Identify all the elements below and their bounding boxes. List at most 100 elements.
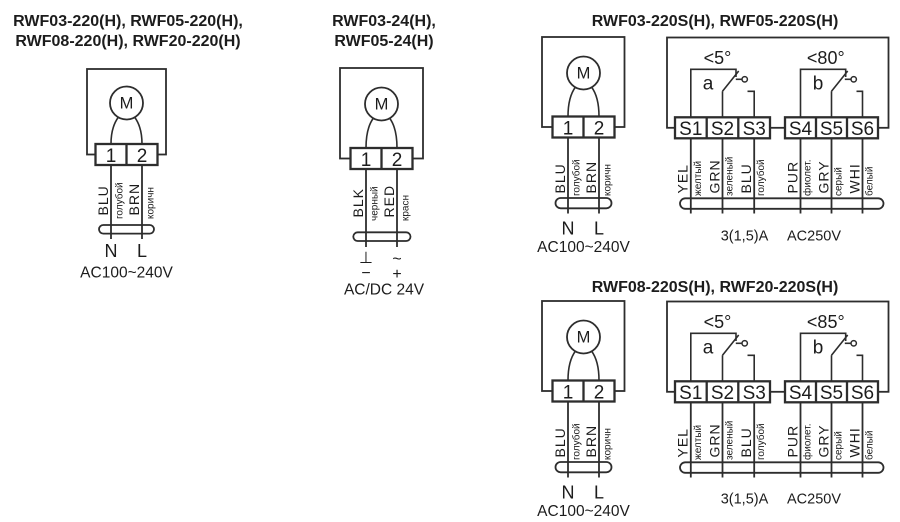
- switch-b-no-contact: [856, 90, 864, 118]
- wire-2-name-ru: коричн: [603, 164, 614, 196]
- motor-circle: [109, 85, 144, 121]
- wire-2-name-ru: коричн: [603, 428, 614, 460]
- actuator-housing-box: [339, 67, 424, 160]
- pin-n-label: N: [562, 219, 575, 239]
- s-wire-6-name-ru: белый: [864, 167, 876, 196]
- s-wire-2-code: GRN: [706, 423, 722, 457]
- switch-a-roller-icon: [741, 339, 749, 347]
- diagram-title-line2: RWF08-220(H), RWF20-220(H): [15, 33, 240, 50]
- diagram-title-line1: RWF03-220(H), RWF05-220(H),: [13, 13, 243, 30]
- switch-b-angle-label: <85°: [807, 312, 845, 332]
- motor-circle: [566, 319, 601, 355]
- terminal-s3-label: S3: [743, 119, 766, 140]
- motor-lead-left: [567, 86, 577, 117]
- s-wire-6-code: WHI: [846, 427, 862, 457]
- actuator-housing-box: [541, 300, 626, 392]
- motor-lead-left: [567, 350, 577, 381]
- s-wire-4-name-ru: фиолет.: [802, 160, 814, 196]
- switch-b-roller-icon: [850, 75, 858, 83]
- terminal-1-label: 1: [563, 383, 574, 404]
- wire-2-name-ru: красн: [401, 195, 412, 221]
- minus-symbol: −: [361, 265, 370, 282]
- terminal-s1-label: S1: [679, 383, 702, 404]
- switch-a-roller-icon: [741, 75, 749, 83]
- plus-symbol: +: [392, 266, 401, 283]
- s-wire-5-code: GRY: [815, 424, 831, 457]
- switch-a-blade: [721, 70, 740, 118]
- switch-b-blade: [830, 70, 849, 118]
- ac-tilde-symbol: ~: [392, 251, 401, 268]
- terminal-2-label: 2: [137, 146, 148, 167]
- wire-1-code: BLK: [350, 188, 366, 217]
- switch-a-angle-label: <5°: [704, 312, 732, 332]
- s-wire-2-name-ru: зеленый: [725, 421, 736, 460]
- terminal-s4-label: S4: [789, 383, 813, 404]
- motor-label: M: [577, 329, 591, 347]
- rating-voltage-label: AC250V: [787, 229, 841, 245]
- switch-a-no-contact: [747, 354, 755, 382]
- s-wire-2-name-ru: зеленый: [725, 157, 736, 196]
- cable-grommet-oval: [554, 197, 613, 210]
- pin-l-label: L: [594, 219, 604, 239]
- diagram-rwf-220s-large: RWF08-220S(H), RWF20-220S(H) M 1 2 BLU г…: [537, 279, 890, 520]
- rating-voltage-label: AC250V: [787, 492, 841, 508]
- switch-b-roller-icon: [850, 339, 858, 347]
- rating-current-label: 3(1,5)A: [721, 492, 769, 508]
- supply-label: AC100~240V: [537, 503, 630, 520]
- switch-b-no-contact: [856, 354, 864, 382]
- pin-n-label: N: [105, 241, 118, 261]
- motor-lead-right: [590, 86, 600, 117]
- motor-lead-right: [388, 117, 398, 149]
- s-wire-6-code: WHI: [846, 163, 862, 193]
- s-wire-4-code: PUR: [784, 161, 800, 194]
- pin-l-label: L: [137, 241, 147, 261]
- s-wire-3-name-ru: голубой: [755, 423, 767, 460]
- s-wire-3-code: BLU: [738, 163, 754, 193]
- s-wire-5-code: GRY: [815, 160, 831, 193]
- terminal-1-label: 1: [563, 119, 574, 140]
- terminal-2-label: 2: [594, 383, 605, 404]
- s-wire-3-name-ru: голубой: [755, 159, 767, 196]
- diagram-rwf-220s-small: RWF03-220S(H), RWF05-220S(H) M 1 2 BLU г…: [537, 13, 890, 256]
- terminal-s2-label: S2: [711, 383, 734, 404]
- switch-housing-box: [666, 300, 890, 393]
- motor-label: M: [375, 96, 389, 114]
- terminal-2-label: 2: [392, 150, 403, 171]
- wire-1-code: BLU: [552, 427, 568, 457]
- switch-b-blade: [830, 334, 849, 382]
- switch-b-label: b: [813, 338, 824, 359]
- switch-a-blade: [721, 334, 740, 382]
- terminal-1-label: 1: [361, 150, 372, 171]
- wire-1-name-ru: черный: [370, 186, 381, 221]
- pin-l-label: L: [594, 483, 604, 503]
- diagram-rwf-24: RWF03-24(H), RWF05-24(H) M 1 2 BLK черны…: [332, 13, 436, 299]
- wire-2-code: RED: [381, 185, 397, 218]
- s-wire-4-name-ru: фиолет.: [802, 424, 814, 460]
- diagram-title-line2: RWF05-24(H): [334, 33, 433, 50]
- terminal-s6-label: S6: [851, 119, 874, 140]
- s-wire-3-code: BLU: [738, 427, 754, 457]
- s-wire-5-name-ru: серый: [834, 167, 845, 196]
- wire-1-code: BLU: [95, 185, 111, 215]
- switch-a-label: a: [703, 74, 714, 95]
- cable-grommet-oval: [679, 197, 885, 210]
- rating-current-label: 3(1,5)A: [721, 229, 769, 245]
- actuator-housing-box: [86, 68, 167, 156]
- switch-housing-box: [666, 36, 890, 129]
- motor-lead-right: [590, 350, 600, 381]
- terminal-s3-label: S3: [743, 383, 766, 404]
- wire-1-code: BLU: [552, 163, 568, 193]
- motor-lead-left: [110, 116, 120, 145]
- terminal-s4-label: S4: [789, 119, 813, 140]
- switch-a-no-contact: [747, 90, 755, 118]
- diagram-title: RWF08-220S(H), RWF20-220S(H): [592, 279, 839, 296]
- motor-lead-right: [133, 116, 143, 145]
- terminal-s6-label: S6: [851, 383, 874, 404]
- terminal-s2-label: S2: [711, 119, 734, 140]
- wire-1-name-ru: голубой: [571, 159, 583, 196]
- cable-grommet-oval: [679, 461, 885, 474]
- switch-a-label: a: [703, 338, 714, 359]
- wire-1-name-ru: голубой: [571, 423, 583, 460]
